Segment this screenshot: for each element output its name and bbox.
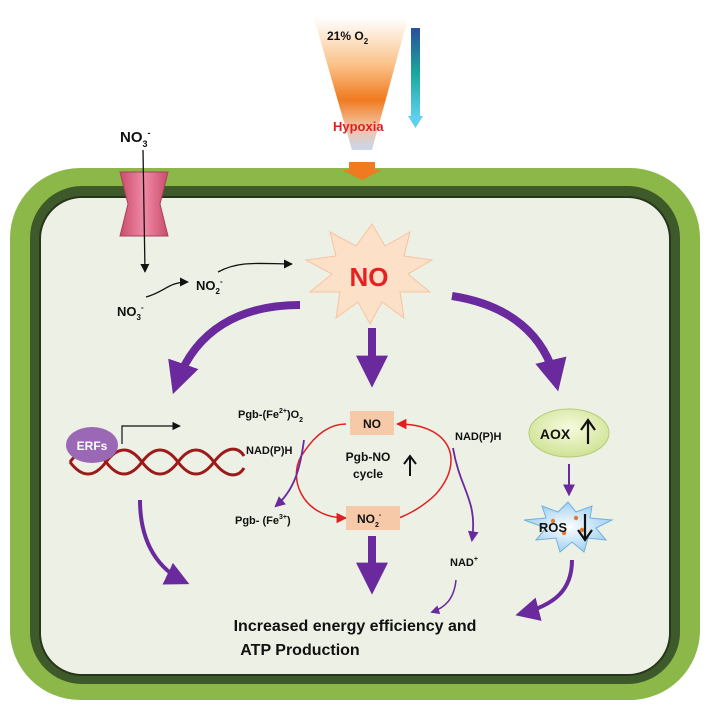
ros-to-result-arrow [515,559,574,621]
no-to-aox-arrow [451,292,567,392]
oxygen-gradient-funnel: 21% O2 Hypoxia [314,18,423,180]
ros-burst [523,501,614,553]
down-arrow-icon [577,514,593,542]
erfs-to-result-arrow [138,499,190,585]
nitrite-to-no-arrow [217,259,293,273]
ros-particle [579,527,585,533]
result-line2: ATP Production [240,642,359,659]
cycle-no2-box [346,506,400,530]
oxygen-label: 21% O2 [327,29,369,46]
aox-label: AOX [540,426,571,442]
cycle-label-line1: Pgb-NO [346,450,391,464]
cycle-label-line2: cycle [353,467,383,481]
cycle-no2-label: NO2- [357,512,382,529]
cycle-no-label: NO [363,417,381,431]
ros-particle [550,518,556,524]
up-arrow-icon [403,454,417,476]
gradient-bar [411,28,420,118]
cycle-right-arc [397,423,452,519]
pgb-no-cycle: NO NO2- Pgb-NO cycle [295,411,452,530]
ros-label: ROS [539,520,568,535]
nad-to-result-arrow [430,579,457,614]
erfs-blob [66,427,118,463]
nadph-left-label: NAD(P)H [246,445,292,457]
nitrate-internal-label: NO3- [117,303,144,322]
pgb-fe3-label: Pgb- (Fe3+) [235,514,291,527]
nitrate-uptake-arrow [140,149,150,273]
purple-arrows [138,292,574,621]
ros-particle [561,530,567,536]
ros-particle [573,515,579,521]
nadph-oxidation-arrow [452,447,479,543]
nad-plus-label: NAD+ [450,556,478,569]
nitrite-label: NO2- [196,277,223,296]
transcription-arrow [121,421,181,444]
no-burst-label: NO [350,262,389,292]
cycle-no-box [350,411,394,435]
pgb-oxidation-arrow [274,439,305,508]
nitrate-to-nitrite-arrow [145,277,189,298]
gradient-down-arrow [408,116,423,128]
nadph-right-label: NAD(P)H [455,431,501,443]
result-line1: Increased energy efficiency and [234,618,477,635]
no-to-erfs-arrow [168,301,301,395]
hypoxia-label: Hypoxia [333,119,384,134]
funnel-down-arrow-icon [342,162,382,180]
pgb-fe2-label: Pgb-(Fe2+)O2 [238,408,303,424]
no-burst [304,223,434,326]
nitrate-external-label: NO3- [120,128,151,149]
up-arrow-icon [580,418,596,444]
erfs-label: ERFs [77,439,108,453]
